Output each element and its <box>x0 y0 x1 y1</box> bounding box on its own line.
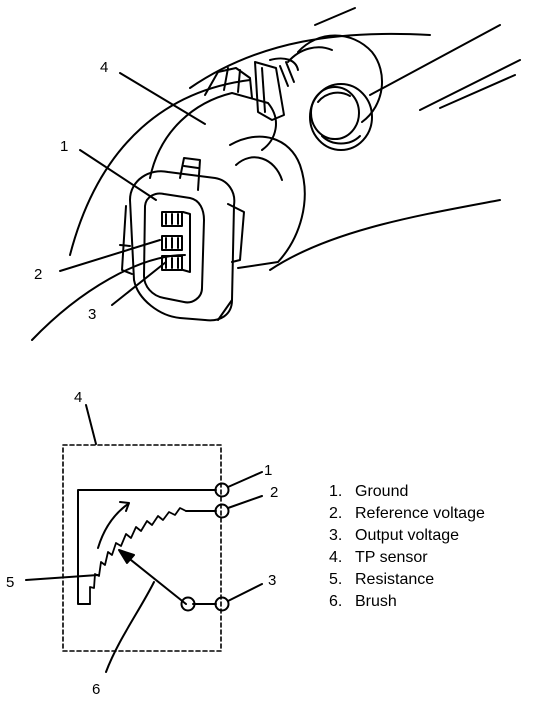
legend: 1. Ground 2. Reference voltage 3. Output… <box>329 481 539 613</box>
callout-lower-4: 4 <box>74 389 82 406</box>
leader-lower-6 <box>105 581 155 673</box>
legend-item-brush: 6. Brush <box>329 591 539 613</box>
housing-outline-left <box>69 79 251 256</box>
leader-upper-3 <box>111 261 167 306</box>
callout-upper-3: 3 <box>88 306 96 323</box>
tp-sensor-housing <box>149 57 299 179</box>
callout-lower-2: 2 <box>270 484 278 501</box>
legend-number: 1. <box>329 483 343 500</box>
sensor-body-side <box>229 135 306 269</box>
housing-outline-right <box>269 199 501 271</box>
callout-upper-4: 4 <box>100 59 108 76</box>
brush <box>125 555 187 605</box>
leader-lower-4 <box>85 404 97 445</box>
callout-lower-6: 6 <box>92 681 100 698</box>
legend-label: Resistance <box>355 571 435 588</box>
legend-label: Reference voltage <box>355 505 485 522</box>
legend-item-ground: 1. Ground <box>329 481 539 503</box>
legend-number: 2. <box>329 505 343 522</box>
terminal-reference <box>214 503 230 519</box>
leader-lower-5 <box>25 574 99 581</box>
callout-lower-1: 1 <box>264 462 272 479</box>
leader-upper-2 <box>59 239 161 272</box>
legend-label: Ground <box>355 483 409 500</box>
callout-upper-2: 2 <box>34 266 42 283</box>
throttle-body-illustration <box>31 7 521 341</box>
legend-item-output-voltage: 3. Output voltage <box>329 525 539 547</box>
legend-number: 4. <box>329 549 343 566</box>
housing-outline-top <box>189 32 431 89</box>
legend-number: 5. <box>329 571 343 588</box>
legend-label: Brush <box>355 593 397 610</box>
leader-lower-1 <box>227 471 263 488</box>
sensor-boundary <box>62 444 222 652</box>
terminal-output <box>214 596 230 612</box>
legend-item-tp-sensor: 4. TP sensor <box>329 547 539 569</box>
legend-label: Output voltage <box>355 527 460 544</box>
throttle-shaft <box>287 7 521 123</box>
rotation-arrow <box>97 503 129 549</box>
callout-lower-5: 5 <box>6 574 14 591</box>
leader-upper-4 <box>119 72 206 125</box>
leader-upper-1 <box>79 149 157 201</box>
sensor-connector <box>119 157 245 322</box>
legend-label: TP sensor <box>355 549 428 566</box>
callout-upper-1: 1 <box>60 138 68 155</box>
resistance-element <box>89 507 187 605</box>
leader-lower-2 <box>227 495 263 509</box>
callout-lower-3: 3 <box>268 572 276 589</box>
terminal-ground <box>214 482 230 498</box>
legend-number: 3. <box>329 527 343 544</box>
shaft-cap <box>309 83 373 151</box>
legend-number: 6. <box>329 593 343 610</box>
leader-lower-3 <box>227 583 263 602</box>
ground-conductor <box>77 489 217 605</box>
terminal-brush <box>180 596 196 612</box>
brush-arrowhead <box>118 549 135 564</box>
tp-sensor-schematic <box>25 404 263 673</box>
legend-item-resistance: 5. Resistance <box>329 569 539 591</box>
legend-item-reference-voltage: 2. Reference voltage <box>329 503 539 525</box>
